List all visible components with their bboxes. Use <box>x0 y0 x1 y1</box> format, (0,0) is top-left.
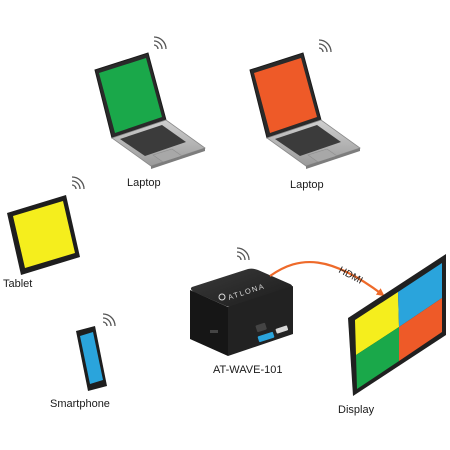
wifi-signal-icon <box>71 176 85 190</box>
smartphone-icon <box>76 326 107 391</box>
smartphone <box>76 313 116 391</box>
laptop-right-screen <box>254 58 317 133</box>
laptop-right-label: Laptop <box>290 179 324 191</box>
display-icon <box>348 254 446 396</box>
smartphone-screen <box>80 332 103 384</box>
laptop-icon <box>94 52 206 169</box>
display-label: Display <box>338 404 375 416</box>
wifi-signal-icon <box>318 39 332 53</box>
laptop-right <box>249 39 361 169</box>
display <box>348 254 446 396</box>
receiver: ATLONA <box>190 247 293 356</box>
display-quadrant-4 <box>399 298 442 361</box>
wireless-presentation-box-icon: ATLONA <box>190 268 293 356</box>
display-quadrant-3 <box>356 327 399 389</box>
tablet-icon <box>7 195 80 275</box>
hdmi-arrow <box>269 260 385 297</box>
laptop-icon <box>249 52 361 169</box>
wifi-signal-icon <box>102 313 116 327</box>
wifi-signal-icon <box>153 36 167 50</box>
smartphone-label: Smartphone <box>50 398 110 410</box>
laptop-left-label: Laptop <box>127 177 161 189</box>
receiver-label: AT-WAVE-101 <box>213 364 283 376</box>
tablet-screen <box>13 201 75 268</box>
display-quadrant-2 <box>398 263 442 327</box>
hdmi-label: HDMI <box>337 265 365 287</box>
wifi-signal-icon <box>236 247 250 261</box>
laptop-left <box>94 36 206 169</box>
display-quadrant-1 <box>355 292 399 355</box>
laptop-left-screen <box>99 58 162 133</box>
tablet <box>7 176 85 275</box>
tablet-label: Tablet <box>3 278 33 290</box>
